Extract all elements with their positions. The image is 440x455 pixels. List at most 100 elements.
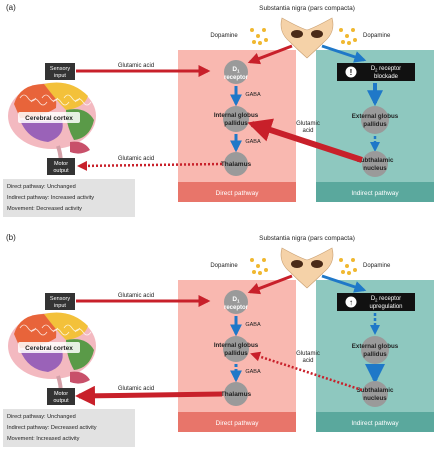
brain-frontal-lobe — [14, 314, 57, 348]
d1-receptor-word: receptor — [224, 75, 249, 81]
glutamic-acid-diag-label-1: Glutamic — [296, 121, 320, 127]
glutamic-acid-diag-label-2: acid — [302, 358, 313, 364]
cortex-label: Cerebral cortex — [25, 345, 73, 352]
brain-gyrus — [41, 94, 59, 102]
d1-receptor-node — [224, 290, 248, 314]
dopamine-dot — [252, 40, 256, 44]
internal-gp-node — [223, 336, 249, 362]
cortex-label: Cerebral cortex — [25, 115, 73, 122]
subthalamic-label-2: nucleus — [363, 165, 387, 172]
external-gp-label-1: External globus — [352, 343, 399, 350]
thalamus-label: Thalamus — [221, 161, 252, 168]
dopamine-dot — [347, 271, 351, 275]
glutamic-acid-top-label: Glutamic acid — [118, 293, 154, 299]
internal-gp-label-1: Internal globus — [214, 112, 259, 119]
direct-pathway-label: Direct pathway — [216, 190, 260, 197]
indirect-pathway-label: Indirect pathway — [351, 190, 399, 197]
dopamine-dot — [353, 38, 357, 42]
stn-to-gpi-arrow — [247, 118, 363, 163]
motor-output-label-2: output — [53, 168, 69, 174]
d1-receptor-word: receptor — [224, 305, 249, 311]
substantia-nigra-shape — [280, 17, 334, 59]
gaba-label-1: GABA — [245, 92, 261, 98]
dopamine-dot — [341, 270, 345, 274]
dopamine-dot — [256, 34, 260, 38]
indirect-pathway-label: Indirect pathway — [351, 420, 399, 427]
subthalamic-label-2: nucleus — [363, 395, 387, 402]
substantia-nigra-right-patch — [311, 260, 323, 268]
motor-output-label-1: Motor — [54, 391, 68, 397]
dopamine-dot — [351, 258, 355, 262]
motor-output-label-1: Motor — [54, 161, 68, 167]
indirect-pathway-footer — [316, 182, 434, 202]
d2-status-symbol: ! — [350, 68, 353, 77]
substantia-nigra-right-patch — [311, 30, 323, 38]
dopamine-dot — [258, 41, 262, 45]
dopamine-dot — [339, 28, 343, 32]
d1-subscript: 1 — [237, 299, 240, 304]
subthalamic-label-1: Subthalamic — [357, 157, 394, 164]
d1-receptor-label: D1 — [232, 296, 240, 304]
summary-box — [3, 409, 135, 447]
direct-pathway-footer — [178, 412, 296, 432]
dopamine-label-left: Dopamine — [210, 33, 238, 39]
dopamine-dot — [345, 34, 349, 38]
summary-line-1: Direct pathway: Unchanged — [7, 414, 76, 420]
d2-status-icon — [345, 66, 357, 78]
thalamus-node — [224, 152, 248, 176]
d1-receptor-node — [224, 60, 248, 84]
thalamus-node — [224, 382, 248, 406]
cortex-label-bg — [18, 342, 80, 353]
sensory-input-box — [45, 293, 75, 310]
brain-cerebellum — [70, 141, 90, 154]
sensory-input-box — [45, 63, 75, 80]
direct-pathway-label: Direct pathway — [216, 420, 260, 427]
dopamine-dot — [347, 41, 351, 45]
internal-gp-label-2: pallidus — [224, 350, 248, 357]
brain-gyrus — [19, 324, 37, 332]
d2-receptor-word: receptor — [378, 66, 402, 72]
gaba-label-1: GABA — [245, 322, 261, 328]
panel-a: (a) Direct pathway Indirect pathway Substan… — [3, 3, 434, 217]
internal-gp-node — [223, 106, 249, 132]
panel-letter: (a) — [6, 3, 16, 12]
d2-status-icon — [345, 296, 357, 308]
sensory-input-label-2: input — [54, 73, 66, 79]
brain-temporal-lobe — [20, 120, 63, 142]
summary-line-3: Movement: Increased activity — [7, 436, 80, 442]
brain-gyrus — [30, 98, 48, 106]
glutamic-acid-bottom-label: Glutamic acid — [118, 386, 154, 392]
dopamine-to-d1-arrow — [247, 44, 293, 65]
summary-line-1: Direct pathway: Unchanged — [7, 184, 76, 190]
glutamic-acid-bottom-label: Glutamic acid — [118, 156, 154, 162]
external-gp-label-2: pallidus — [363, 351, 387, 358]
dopamine-label-right: Dopamine — [363, 33, 391, 39]
dopamine-label-right: Dopamine — [363, 263, 391, 269]
dopamine-dot — [264, 38, 268, 42]
summary-line-2: Indirect pathway: Increased activity — [7, 195, 94, 201]
dopamine-dot — [256, 264, 260, 268]
subthalamic-node — [362, 151, 388, 177]
internal-gp-label-2: pallidus — [224, 120, 248, 127]
dopamine-to-d2-arrow — [321, 274, 367, 293]
d2-receptor-label: D2 receptor — [371, 296, 401, 303]
d2-receptor-box — [337, 293, 415, 311]
dopamine-dot — [252, 270, 256, 274]
d2-subscript: 2 — [375, 68, 378, 73]
indirect-pathway-footer — [316, 412, 434, 432]
brain-gyrus — [52, 328, 70, 336]
dopamine-dot — [250, 28, 254, 32]
brain-gyrus — [63, 94, 81, 102]
sensory-input-label-1: Sensory — [50, 296, 70, 302]
thalamus-label: Thalamus — [221, 391, 252, 398]
dopamine-label-left: Dopamine — [210, 263, 238, 269]
dopamine-dot — [262, 258, 266, 262]
motor-output-box — [47, 388, 75, 405]
thalamus-to-motor-arrow — [75, 385, 223, 406]
substantia-nigra-label: Substantia nigra (pars compacta) — [259, 5, 355, 12]
dopamine-to-d1-arrow — [247, 274, 293, 295]
brain-gyrus — [52, 98, 70, 106]
summary-line-2: Indirect pathway: Decreased activity — [7, 425, 97, 431]
